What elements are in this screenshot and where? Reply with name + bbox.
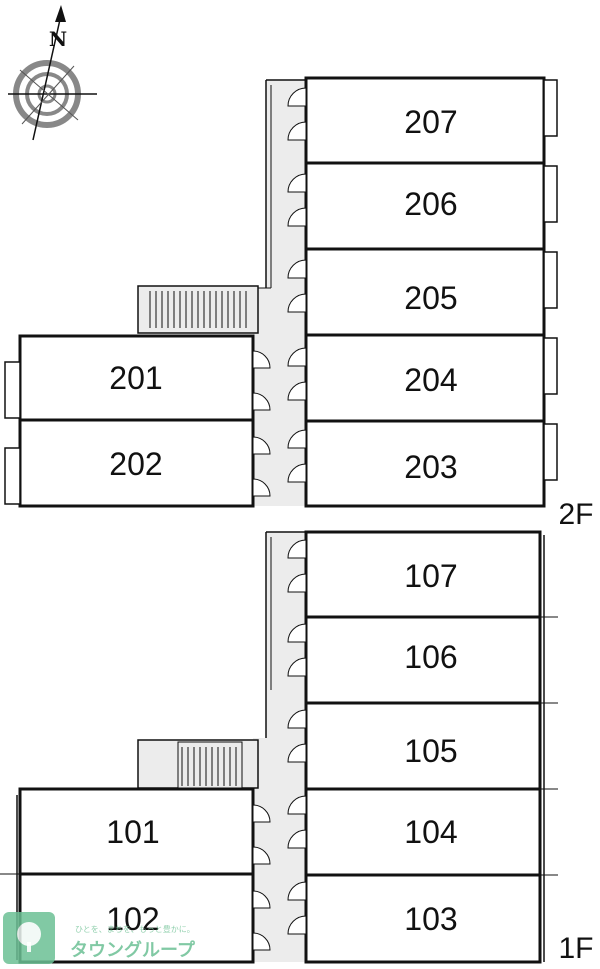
room-label-105: 105 bbox=[404, 733, 457, 769]
room-label-207: 207 bbox=[404, 104, 457, 140]
door-swing-icon bbox=[287, 259, 307, 279]
door-swing-icon bbox=[287, 881, 307, 901]
watermark-brand: タウングループ bbox=[70, 939, 196, 961]
compass-north-label: N bbox=[49, 27, 67, 51]
doors-2f bbox=[252, 87, 307, 497]
floor-1f: 101 102 107 106 105 104 103 1F bbox=[0, 530, 594, 965]
room-101 bbox=[18, 787, 255, 876]
compass-ns-axis bbox=[32, 14, 62, 141]
room-label-106: 106 bbox=[404, 639, 457, 675]
compass-diag-2 bbox=[21, 65, 75, 125]
room-label-101: 101 bbox=[106, 814, 159, 850]
room-204 bbox=[304, 333, 546, 423]
floor-2f: 201 202 207 206 205 204 203 2F bbox=[4, 76, 594, 531]
room-label-201: 201 bbox=[109, 360, 162, 396]
door-swing-icon bbox=[252, 932, 271, 951]
door-swing-icon bbox=[287, 623, 307, 643]
stair-treads-2f bbox=[149, 291, 247, 328]
balcony-205 bbox=[543, 251, 558, 309]
door-swing-icon bbox=[252, 846, 271, 865]
room-104 bbox=[304, 787, 542, 877]
floor-label-2f: 2F bbox=[558, 498, 593, 531]
door-swing-icon bbox=[287, 709, 307, 729]
door-swing-icon bbox=[287, 539, 307, 559]
room-label-203: 203 bbox=[404, 449, 457, 485]
staircase-1f bbox=[177, 741, 243, 789]
door-swing-icon bbox=[287, 915, 307, 935]
watermark: TOWN GROUP ひとを、まちを、もっと豊かに。 タウングループ bbox=[3, 912, 196, 964]
room-label-102: 102 bbox=[106, 901, 159, 937]
door-swing-icon bbox=[287, 463, 307, 483]
balcony-203 bbox=[543, 423, 558, 481]
door-swing-icon bbox=[287, 743, 307, 763]
room-label-202: 202 bbox=[109, 446, 162, 482]
room-106 bbox=[304, 615, 542, 705]
balcony-201 bbox=[4, 361, 21, 419]
room-206 bbox=[304, 161, 546, 251]
door-swing-icon bbox=[252, 350, 271, 369]
door-swing-icon bbox=[287, 173, 307, 193]
balcony-206 bbox=[543, 165, 558, 223]
balcony-207 bbox=[543, 79, 558, 137]
watermark-tagline: ひとを、まちを、もっと豊かに。 bbox=[75, 924, 195, 934]
room-label-206: 206 bbox=[404, 186, 457, 222]
door-swing-icon bbox=[287, 573, 307, 593]
north-arrow-icon bbox=[55, 5, 66, 22]
room-label-205: 205 bbox=[404, 280, 457, 316]
compass: N bbox=[8, 5, 97, 141]
watermark-tree-icon bbox=[17, 922, 41, 946]
door-swing-icon bbox=[287, 795, 307, 815]
room-label-204: 204 bbox=[404, 362, 457, 398]
door-swing-icon bbox=[287, 121, 307, 141]
door-swing-icon bbox=[287, 829, 307, 849]
room-201 bbox=[18, 334, 255, 422]
door-swing-icon bbox=[287, 347, 307, 367]
balcony-202 bbox=[4, 447, 21, 505]
door-swing-icon bbox=[287, 207, 307, 227]
stair-treads-1f bbox=[181, 747, 237, 786]
doors-1f bbox=[252, 539, 307, 951]
door-swing-icon bbox=[252, 890, 271, 909]
door-swing-icon bbox=[287, 381, 307, 401]
room-103 bbox=[304, 873, 542, 964]
door-swing-icon bbox=[287, 293, 307, 313]
watermark-sub: TOWN GROUP bbox=[5, 957, 41, 963]
door-swing-icon bbox=[252, 478, 271, 497]
room-label-107: 107 bbox=[404, 558, 457, 594]
door-swing-icon bbox=[252, 436, 271, 455]
door-swing-icon bbox=[287, 657, 307, 677]
door-swing-icon bbox=[287, 87, 307, 107]
compass-diag-1 bbox=[19, 69, 79, 121]
room-label-103: 103 bbox=[404, 901, 457, 937]
door-swing-icon bbox=[287, 429, 307, 449]
floor-label-1f: 1F bbox=[558, 932, 593, 965]
room-label-104: 104 bbox=[404, 814, 457, 850]
door-swing-icon bbox=[252, 392, 271, 411]
door-swing-icon bbox=[252, 804, 271, 823]
watermark-tree-trunk bbox=[27, 942, 31, 952]
balcony-204 bbox=[543, 337, 558, 395]
